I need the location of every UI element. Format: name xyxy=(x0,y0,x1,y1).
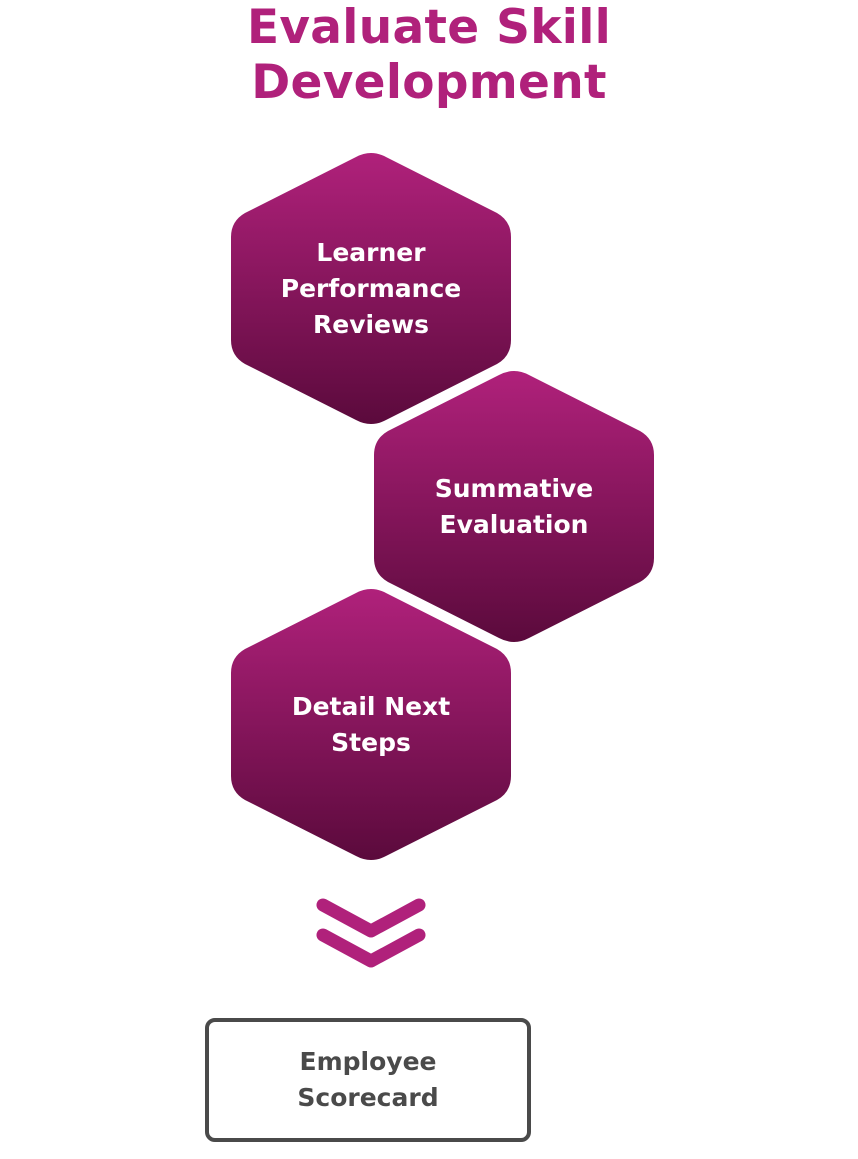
diagram-title: Evaluate Skill Development xyxy=(0,0,858,110)
step-hexagon-summative-evaluation: Summative Evaluation xyxy=(374,369,654,644)
step-label: Detail Next Steps xyxy=(251,587,491,862)
employee-scorecard-box: Employee Scorecard xyxy=(205,1018,531,1142)
step-hexagon-learner-performance-reviews: Learner Performance Reviews xyxy=(231,151,511,426)
hexagon-shape xyxy=(374,371,654,642)
step-label: Learner Performance Reviews xyxy=(251,151,491,426)
double-chevron-down-icon xyxy=(316,898,426,968)
step-label-line: Summative xyxy=(434,473,594,503)
title-line-1: Evaluate Skill xyxy=(246,0,612,55)
step-label-line: Detail Next xyxy=(291,691,451,721)
title-line-2: Development xyxy=(251,55,607,110)
step-label-line: Learner xyxy=(316,237,426,267)
step-label-line: Performance xyxy=(280,273,462,303)
step-label: Summative Evaluation xyxy=(394,369,634,644)
scorecard-label-line: Scorecard xyxy=(297,1083,439,1112)
step-label-line: Evaluation xyxy=(439,509,589,539)
scorecard-label-line: Employee xyxy=(299,1047,437,1076)
step-label-line: Steps xyxy=(331,727,411,757)
step-hexagon-detail-next-steps: Detail Next Steps xyxy=(231,587,511,862)
hexagon-shape xyxy=(231,153,511,424)
step-label-line: Reviews xyxy=(312,309,429,339)
hexagon-shape xyxy=(231,589,511,860)
